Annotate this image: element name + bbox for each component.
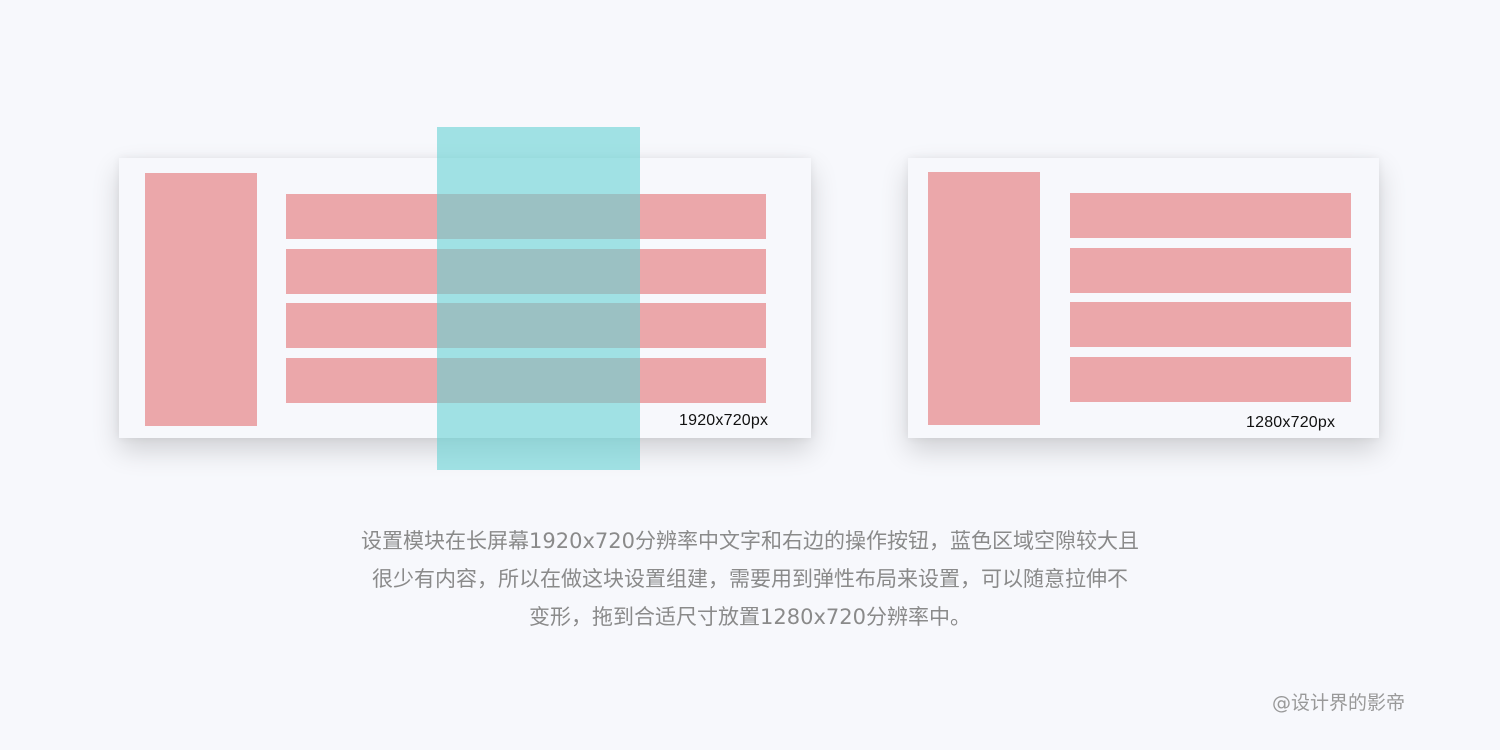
narrow-sidebar-block: [928, 172, 1040, 425]
narrow-row-block-2: [1070, 248, 1351, 293]
narrow-layout-size-label: 1280x720px: [1246, 414, 1336, 431]
caption-line-3: 变形，拖到合适尺寸放置1280x720分辨率中。: [529, 605, 971, 629]
wide-layout-size-label: 1920x720px: [679, 412, 769, 429]
caption-line-1: 设置模块在长屏幕1920x720分辨率中文字和右边的操作按钮，蓝色区域空隙较大且: [361, 529, 1139, 553]
narrow-layout-card: 1280x720px: [908, 158, 1379, 438]
caption: 设置模块在长屏幕1920x720分辨率中文字和右边的操作按钮，蓝色区域空隙较大且…: [270, 522, 1230, 636]
caption-line-2: 很少有内容，所以在做这块设置组建，需要用到弹性布局来设置，可以随意拉伸不: [372, 567, 1128, 591]
watermark: @设计界的影帝: [1272, 692, 1406, 714]
narrow-row-block-3: [1070, 302, 1351, 347]
empty-space-highlight: [437, 127, 640, 470]
wide-sidebar-block: [145, 173, 257, 426]
narrow-row-block-4: [1070, 357, 1351, 402]
narrow-row-block-1: [1070, 193, 1351, 238]
